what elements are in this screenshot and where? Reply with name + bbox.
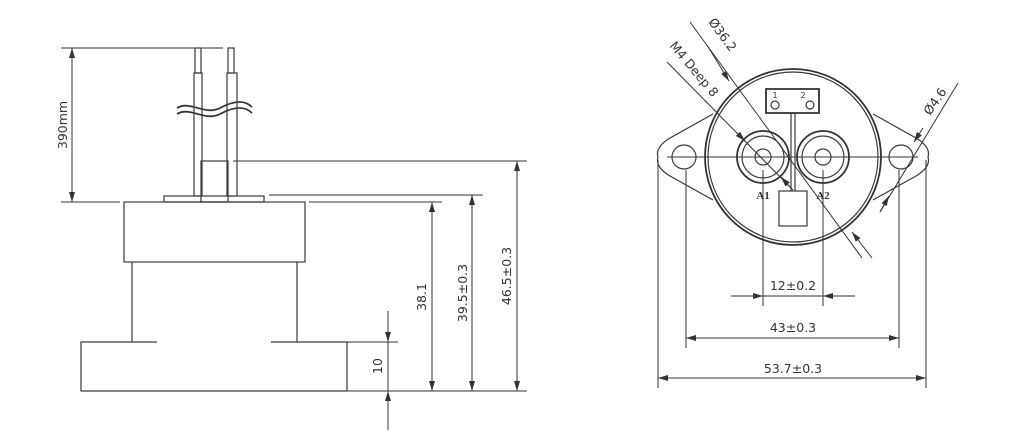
flange-height-dim: 39.5±0.3 <box>455 264 470 322</box>
break-symbol <box>176 100 253 112</box>
side-view: 390mm 10 38.1 39.5±0.3 46.5±0.3 <box>55 47 527 430</box>
terminal-plate <box>163 195 265 203</box>
terminal-spacing-dim: 12±0.2 <box>770 278 816 293</box>
svg-text:1: 1 <box>772 91 777 100</box>
svg-text:2: 2 <box>800 91 805 100</box>
top-view: A1 A2 1 2 Ø36.2 M4 Deep 8 Ø4.6 <box>656 15 959 388</box>
stem <box>131 262 298 342</box>
mount-hole-diameter-dim: Ø4.6 <box>920 85 949 118</box>
base-height-dim: 10 <box>370 358 385 374</box>
lead-length-dim: 390mm <box>55 101 70 149</box>
base <box>80 341 348 392</box>
hole-spacing-dim: 43±0.3 <box>770 320 816 335</box>
total-height-dim: 46.5±0.3 <box>499 247 514 305</box>
body-diameter-dim: Ø36.2 <box>706 15 740 54</box>
flange-width-dim: 53.7±0.3 <box>764 361 822 376</box>
cap <box>123 201 306 263</box>
coil-connector: 1 2 <box>765 88 820 227</box>
body-height-dim: 38.1 <box>414 283 429 311</box>
lead-wires <box>176 47 253 197</box>
thread-spec: M4 Deep 8 <box>667 38 722 99</box>
